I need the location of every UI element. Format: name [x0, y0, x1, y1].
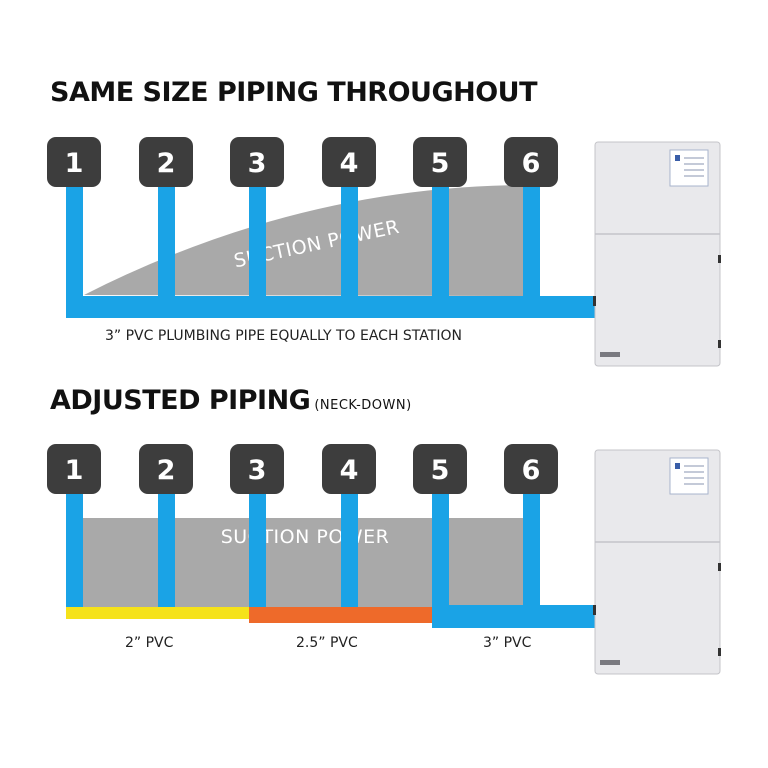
section2-badge-6: 6: [504, 444, 558, 494]
section2-subtitle: (NECK-DOWN): [314, 398, 412, 413]
section1-badge-2-label: 2: [157, 148, 176, 179]
section1-pipe-note: 3” PVC PLUMBING PIPE EQUALLY TO EACH STA…: [105, 328, 462, 344]
section2-badges: 1 2 3 4 5 6: [47, 444, 558, 494]
section1-badge-5-label: 5: [431, 148, 450, 179]
section2-badge-1-label: 1: [65, 455, 84, 486]
section2-suction-area: [83, 518, 524, 607]
section2-suction-label: SUCTION POWER: [221, 526, 390, 548]
section1-pipe-5: [432, 185, 449, 310]
section1-badge-3: 3: [230, 137, 284, 187]
section1-badge-4: 4: [322, 137, 376, 187]
section1-pipe-4: [341, 185, 358, 310]
section2-pipe-1: [66, 493, 83, 613]
section1-badge-6: 6: [504, 137, 558, 187]
section2-cabinet-logo: [600, 660, 620, 665]
section1-cabinet: [593, 141, 721, 367]
section1-pipe-1: [66, 185, 83, 318]
section2-label-2-5in: 2.5” PVC: [296, 635, 358, 651]
section2-cabinet: [593, 449, 721, 675]
section1-badge-1: 1: [47, 137, 101, 187]
section1-badge-1-label: 1: [65, 148, 84, 179]
section2-badge-6-label: 6: [522, 455, 541, 486]
section1-badge-4-label: 4: [340, 148, 359, 179]
section1-badge-2: 2: [139, 137, 193, 187]
section2-pipe-segment-2in: [66, 607, 249, 619]
section1-badges: 1 2 3 4 5 6: [47, 137, 558, 187]
section2-pipe-6: [523, 493, 540, 608]
section2-pipe-segment-2-5in: [249, 607, 432, 623]
section2-title: ADJUSTED PIPING(NECK-DOWN): [50, 385, 412, 416]
section2-badge-1: 1: [47, 444, 101, 494]
section1-diagram: SUCTION POWER 1 2 3: [47, 137, 721, 367]
section2-pipe-3: [249, 493, 266, 613]
section1-cabinet-logo: [600, 352, 620, 357]
section1-badge-5: 5: [413, 137, 467, 187]
section2-diagram: SUCTION POWER 1 2 3: [47, 444, 721, 675]
section1-pipe-6: [523, 185, 540, 310]
section1-pipe-3: [249, 185, 266, 310]
section2-label-3in: 3” PVC: [483, 635, 532, 651]
section1-pipes: [66, 185, 596, 318]
section2-badge-2: 2: [139, 444, 193, 494]
section2-badge-3-label: 3: [248, 455, 267, 486]
section1-title: SAME SIZE PIPING THROUGHOUT: [50, 77, 538, 108]
section2-pipe-4: [341, 493, 358, 613]
section2-pipe-5: [432, 493, 449, 628]
section1-main-pipe: [66, 296, 596, 318]
section2-title-main: ADJUSTED PIPING: [50, 385, 311, 416]
section1-badge-6-label: 6: [522, 148, 541, 179]
section1-suction-area: [84, 185, 530, 296]
section2-badge-4-label: 4: [340, 455, 359, 486]
section1-badge-3-label: 3: [248, 148, 267, 179]
section2-pipe-segment-3in: [432, 605, 596, 628]
section2-label-2in: 2” PVC: [125, 635, 174, 651]
section1-pipe-2: [158, 185, 175, 310]
section2-badge-2-label: 2: [157, 455, 176, 486]
section2-badge-3: 3: [230, 444, 284, 494]
section2-badge-5: 5: [413, 444, 467, 494]
section2-badge-4: 4: [322, 444, 376, 494]
section2-pipes: [66, 493, 596, 628]
section2-badge-5-label: 5: [431, 455, 450, 486]
section2-pipe-2: [158, 493, 175, 613]
